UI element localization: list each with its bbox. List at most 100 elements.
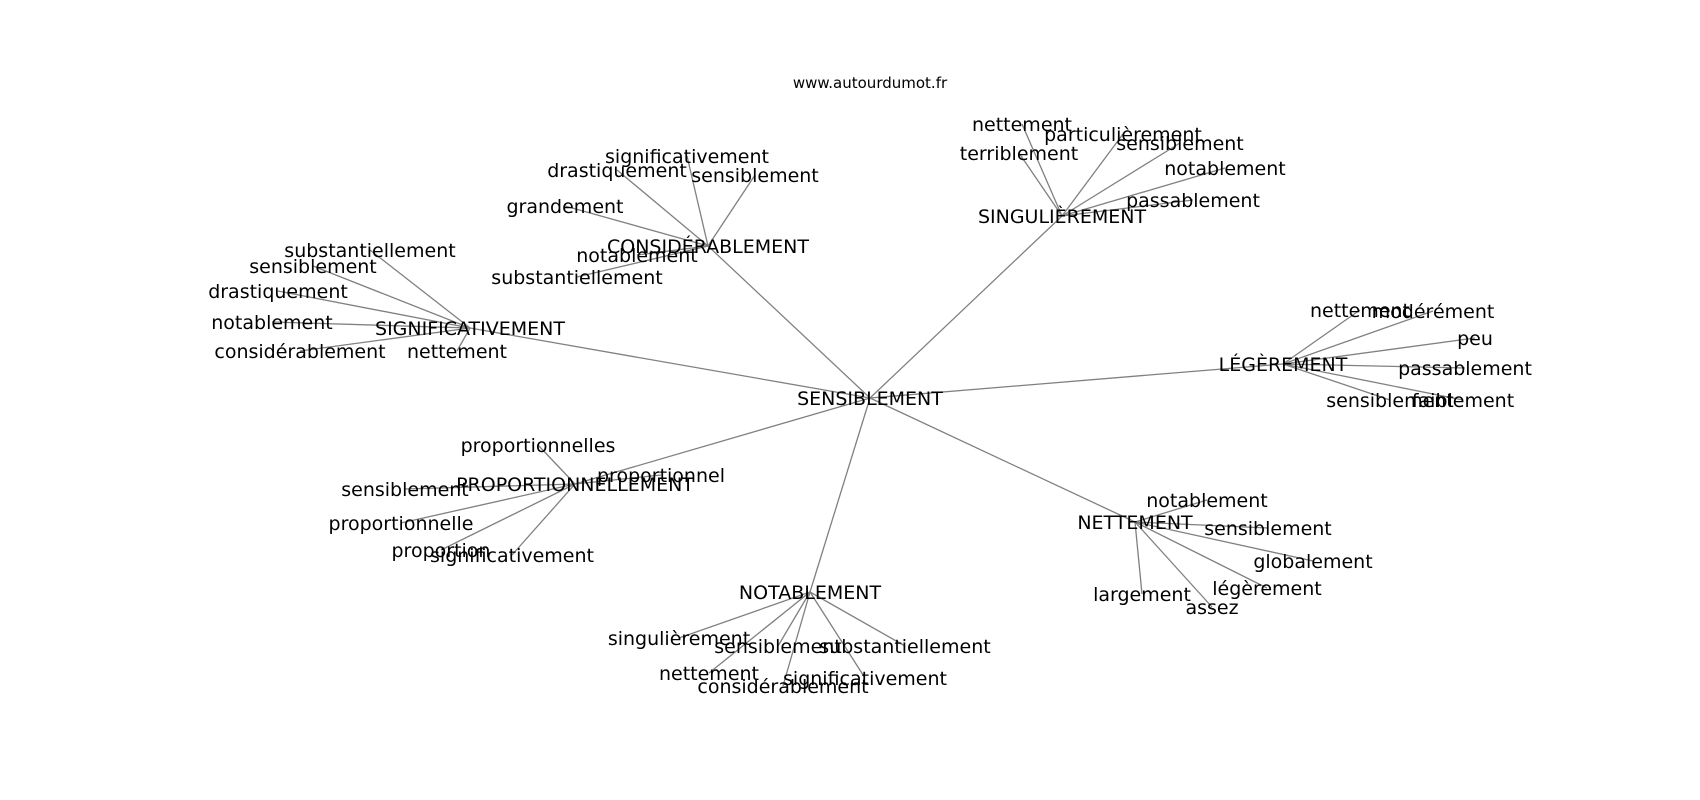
edge-cluster-to-leaf <box>1282 310 1434 365</box>
leaf-node-label: singulièrement <box>608 628 750 650</box>
leaf-node-label: proportionnelles <box>461 435 616 457</box>
leaf-node-label: nettement <box>659 663 759 685</box>
cluster-node-label: SIGNIFICATIVEMENT <box>375 318 565 340</box>
edge-cluster-to-leaf <box>312 265 471 329</box>
leaf-node-label: significativement <box>605 146 769 168</box>
edge-cluster-to-leaf <box>440 483 576 551</box>
leaf-node-label: faiblement <box>1412 390 1514 412</box>
leaf-node-label: notablement <box>1146 490 1267 512</box>
edge-cluster-to-leaf <box>456 327 471 352</box>
edge-cluster-to-leaf <box>1134 521 1314 562</box>
edge-cluster-to-leaf <box>1282 337 1476 365</box>
edge-cluster-to-leaf <box>574 474 662 485</box>
leaf-node-label: significativement <box>430 545 594 567</box>
leaf-node-label: nettement <box>1310 300 1410 322</box>
edge-cluster-to-leaf <box>1282 363 1464 401</box>
edge-cluster-to-leaf <box>678 591 811 639</box>
edge-cluster-to-leaf <box>537 444 576 485</box>
cluster-node-label: NOTABLEMENT <box>739 582 882 604</box>
edge-cluster-to-leaf <box>400 483 576 524</box>
leaf-node-label: notablement <box>1164 158 1285 180</box>
leaf-node-label: notablement <box>576 245 697 267</box>
leaf-node-label: sensiblement <box>341 479 469 501</box>
edge-center-to-cluster <box>574 397 871 485</box>
edge-cluster-to-leaf <box>636 245 709 256</box>
edge-cluster-to-leaf <box>1061 142 1181 217</box>
edge-cluster-to-leaf <box>1134 499 1208 523</box>
edge-cluster-to-leaf <box>1018 152 1063 217</box>
edge-cluster-to-leaf <box>271 321 471 329</box>
leaf-node-label: modérément <box>1372 301 1495 323</box>
leaf-node-label: passablement <box>1126 190 1260 212</box>
edge-cluster-to-leaf <box>782 591 811 687</box>
edge-cluster-to-leaf <box>1021 123 1063 217</box>
leaf-node-label: substantiellement <box>819 636 990 658</box>
leaf-node-label: considérablement <box>214 341 385 363</box>
leaf-node-label: substantiellement <box>491 267 662 289</box>
edge-center-to-cluster <box>707 245 871 399</box>
cluster-node-label: PROPORTIONNELLEMENT <box>456 474 694 496</box>
leaf-node-label: considérablement <box>697 676 868 698</box>
edge-center-to-cluster <box>869 397 1136 523</box>
cluster-node-label: CONSIDÉRABLEMENT <box>607 235 809 258</box>
edge-cluster-to-leaf <box>707 174 756 247</box>
leaf-node-label: sensiblement <box>691 165 819 187</box>
leaf-node-label: drastiquement <box>547 160 687 182</box>
edge-cluster-to-leaf <box>777 591 811 647</box>
cluster-node-label: NETTEMENT <box>1077 512 1193 534</box>
edge-cluster-to-leaf <box>1282 363 1466 369</box>
edge-cluster-to-leaf <box>1134 521 1268 589</box>
leaf-node-label: globalement <box>1253 551 1372 573</box>
edge-cluster-to-leaf <box>564 205 709 247</box>
edge-cluster-to-leaf <box>299 327 471 352</box>
leaf-node-label: proportionnelle <box>329 513 474 535</box>
leaf-node-label: légèrement <box>1212 578 1322 600</box>
leaf-node-label: sensiblement <box>1116 133 1244 155</box>
cluster-node-label: SINGULIÈREMENT <box>978 205 1147 228</box>
leaf-node-label: sensiblement <box>714 636 842 658</box>
edge-layer <box>271 123 1476 687</box>
leaf-node-label: peu <box>1457 328 1493 350</box>
leaf-node-label: drastiquement <box>208 281 348 303</box>
edge-cluster-to-leaf <box>1282 363 1391 401</box>
leaf-node-label: particulièrement <box>1044 124 1202 146</box>
leaf-node-label: sensiblement <box>1204 518 1332 540</box>
leaf-node-label: sensiblement <box>249 256 377 278</box>
label-layer: www.autourdumot.fr SENSIBLEMENT SIGNIFICA… <box>208 74 1532 698</box>
edge-center-to-cluster <box>869 363 1284 399</box>
leaf-node-label: largement <box>1093 584 1191 606</box>
edge-center-to-cluster <box>809 397 871 593</box>
edge-cluster-to-leaf <box>511 483 576 556</box>
leaf-node-label: sensiblement <box>1326 390 1454 412</box>
edge-center-to-cluster <box>469 327 871 399</box>
edge-cluster-to-leaf <box>809 591 906 647</box>
edge-cluster-to-leaf <box>369 249 471 329</box>
edge-cluster-to-leaf <box>1061 199 1194 217</box>
edge-cluster-to-leaf <box>1134 521 1269 529</box>
edge-center-to-cluster <box>869 215 1063 399</box>
leaf-node-label: assez <box>1185 597 1238 619</box>
edge-cluster-to-leaf <box>1282 309 1361 365</box>
edge-cluster-to-leaf <box>708 591 811 674</box>
leaf-node-label: proportionnel <box>597 465 725 487</box>
edge-cluster-to-leaf <box>686 155 709 247</box>
edge-cluster-to-leaf <box>1134 521 1213 608</box>
leaf-node-label: nettement <box>407 341 507 363</box>
center-node-label: SENSIBLEMENT <box>797 388 943 410</box>
edge-cluster-to-leaf <box>1061 133 1124 217</box>
leaf-node-label: nettement <box>972 114 1072 136</box>
leaf-node-label: passablement <box>1398 358 1532 380</box>
edge-cluster-to-leaf <box>576 245 709 278</box>
edge-cluster-to-leaf <box>1061 167 1226 217</box>
leaf-node-label: grandement <box>507 196 624 218</box>
leaf-node-label: significativement <box>783 668 947 690</box>
leaf-node-label: notablement <box>211 312 332 334</box>
watermark-text: www.autourdumot.fr <box>793 74 948 92</box>
edge-cluster-to-leaf <box>1134 521 1143 595</box>
edge-cluster-to-leaf <box>809 591 866 679</box>
edge-cluster-to-leaf <box>277 290 471 329</box>
edge-cluster-to-leaf <box>616 169 709 247</box>
edge-cluster-to-leaf <box>404 483 576 490</box>
cluster-node-label: LÉGÈREMENT <box>1219 353 1348 376</box>
